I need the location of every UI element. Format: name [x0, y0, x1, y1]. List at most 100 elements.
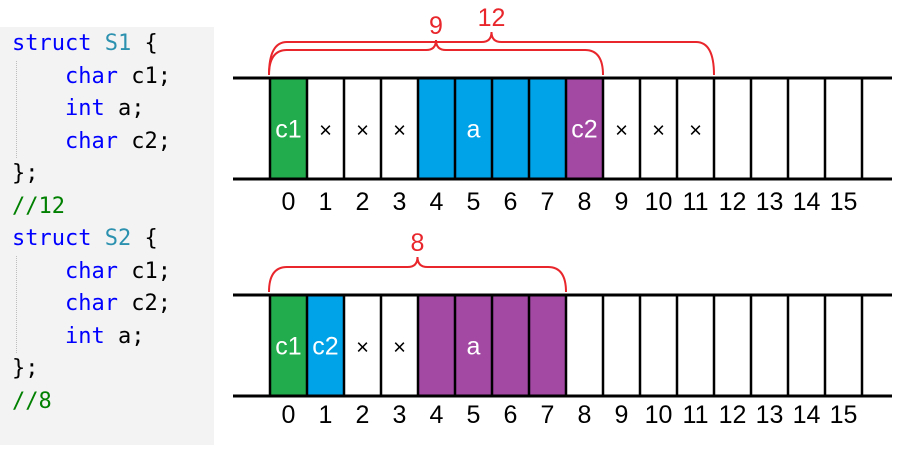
code-token: c2; [117, 128, 171, 154]
code-line: char c1; [12, 256, 171, 288]
size-label: 8 [411, 229, 425, 257]
byte-index: 7 [541, 188, 555, 216]
byte-index: 14 [793, 188, 821, 216]
code-token: S2 [104, 226, 132, 251]
code-token: char [12, 258, 118, 284]
code-token: { [131, 226, 158, 251]
byte-index: 4 [430, 188, 444, 216]
byte-index: 5 [467, 401, 481, 429]
code-token: a; [104, 96, 145, 121]
code-panel: struct S1 { char c1; int a; char c2;}; //… [0, 27, 214, 445]
byte-index: 8 [578, 401, 592, 429]
padding-mark: × [393, 118, 406, 143]
code-line: }; [12, 353, 39, 385]
field-label: c2 [312, 333, 338, 361]
byte-index: 7 [541, 401, 555, 429]
field-label: a [467, 333, 481, 361]
code-token: a; [104, 323, 145, 349]
byte-index: 1 [319, 401, 333, 429]
byte-index: 5 [467, 188, 481, 216]
code-token: char [12, 128, 118, 154]
padding-mark: × [356, 335, 369, 360]
row-s1-size-bracket [268, 39, 604, 76]
byte-index: 1 [319, 188, 333, 216]
byte-index: 13 [756, 401, 784, 429]
code-line: char c1; [12, 61, 171, 93]
row-s1-cell-fill [270, 78, 307, 179]
row-s2-cell-fill [270, 295, 307, 396]
byte-index: 3 [393, 401, 407, 429]
code-token: struct [12, 226, 105, 251]
byte-index: 2 [356, 401, 370, 429]
code-line: int a; [12, 93, 145, 125]
row-s2-cell-fill [307, 295, 344, 396]
byte-index: 9 [615, 401, 629, 429]
byte-index: 15 [830, 188, 858, 216]
code-token: c1; [117, 258, 171, 284]
row-s2-cell-fill [418, 295, 455, 396]
code-token: { [131, 31, 158, 56]
code-line: int a; [12, 321, 145, 353]
code-token: struct [12, 31, 105, 56]
byte-index: 12 [719, 188, 747, 216]
padding-mark: × [319, 118, 332, 143]
padding-mark: × [393, 335, 406, 360]
code-line: char c2; [12, 126, 171, 158]
row-s2-size-bracket [268, 256, 567, 293]
field-label: c1 [275, 116, 301, 144]
byte-index: 3 [393, 188, 407, 216]
byte-index: 8 [578, 188, 592, 216]
padding-mark: × [615, 118, 628, 143]
byte-index: 6 [504, 401, 518, 429]
code-token: char [12, 291, 118, 316]
row-s1-size-bracket [268, 31, 715, 76]
byte-index: 15 [830, 401, 858, 429]
row-s2-cell-fill [492, 295, 529, 396]
padding-mark: × [356, 118, 369, 143]
byte-index: 13 [756, 188, 784, 216]
byte-index: 0 [282, 401, 296, 429]
indent-guide [16, 60, 17, 158]
padding-mark: × [652, 118, 665, 143]
code-line: struct S2 { [12, 223, 158, 255]
code-token: char [12, 63, 118, 89]
code-token: c1; [117, 63, 171, 89]
code-token: int [12, 96, 105, 121]
padding-mark: × [689, 118, 702, 143]
code-line: }; [12, 158, 39, 190]
code-line: char c2; [12, 288, 171, 320]
row-s1-cell-fill [418, 78, 455, 179]
field-label: a [467, 116, 481, 144]
field-label: c1 [275, 333, 301, 361]
byte-index: 10 [645, 401, 673, 429]
code-token: }; [12, 161, 39, 186]
row-s1-cell-fill [566, 78, 603, 179]
byte-index: 10 [645, 188, 673, 216]
code-token: //8 [12, 388, 52, 414]
byte-index: 14 [793, 401, 821, 429]
byte-index: 9 [615, 188, 629, 216]
byte-index: 11 [683, 188, 709, 216]
byte-index: 0 [282, 188, 296, 216]
byte-index: 11 [683, 401, 709, 429]
code-line: //12 [12, 191, 65, 223]
code-token: int [12, 323, 105, 349]
size-label: 9 [429, 12, 443, 40]
field-label: c2 [571, 116, 597, 144]
code-line: struct S1 { [12, 28, 158, 60]
byte-index: 2 [356, 188, 370, 216]
code-token: }; [12, 356, 39, 381]
row-s2-cell-fill [455, 295, 492, 396]
row-s1-cell-fill [492, 78, 529, 179]
code-token: c2; [117, 291, 171, 316]
indent-guide [16, 255, 17, 353]
code-token: S1 [104, 31, 132, 56]
byte-index: 12 [719, 401, 747, 429]
byte-index: 4 [430, 401, 444, 429]
row-s1-cell-fill [455, 78, 492, 179]
size-label: 12 [478, 4, 506, 32]
row-s2-cell-fill [529, 295, 566, 396]
byte-index: 6 [504, 188, 518, 216]
code-line: //8 [12, 386, 52, 418]
